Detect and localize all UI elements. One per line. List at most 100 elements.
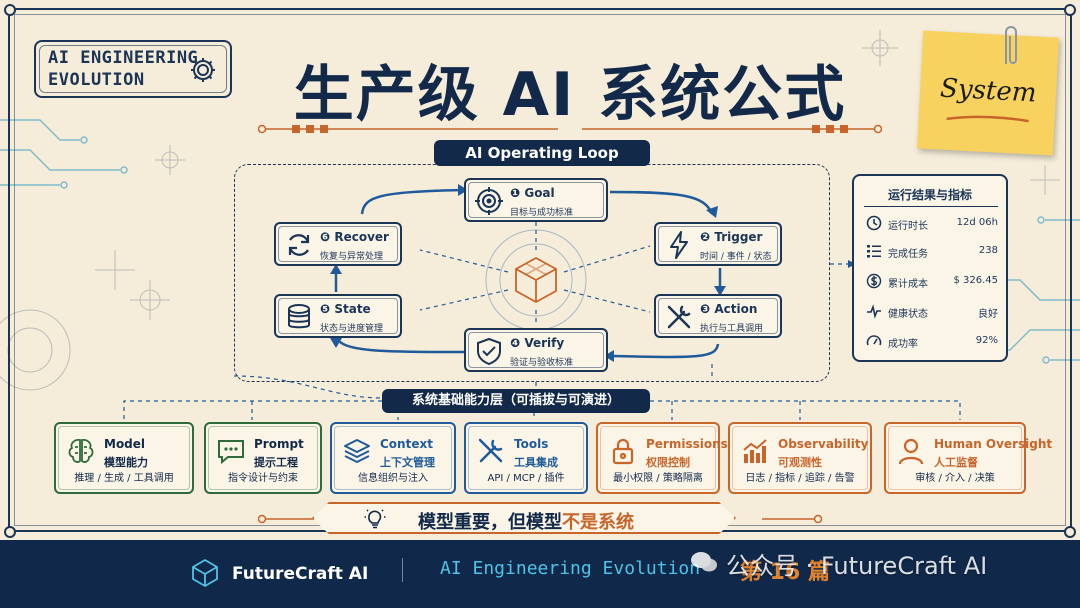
database-icon [288, 304, 310, 329]
slogan-highlight: 不是系统 [562, 512, 634, 533]
episode-number: 第 16 篇 [740, 560, 830, 585]
capability-observability[interactable]: Observability 可观测性 日志 / 指标 / 追踪 / 告警 [728, 422, 872, 494]
capability-subtitle: 权限控制 [646, 456, 690, 469]
refresh-icon [288, 234, 310, 256]
capability-subtitle: 模型能力 [104, 456, 148, 469]
metric-label: 完成任务 [888, 249, 928, 260]
metric-row: 健康状态 良好 [866, 302, 998, 320]
footer-separator [402, 558, 403, 582]
brain-icon [68, 438, 94, 463]
brand: FutureCraft AI [190, 558, 370, 588]
capability-description: 指令设计与约束 [228, 473, 298, 484]
loop-node-trigger[interactable]: ❷ Trigger 时间 / 事件 / 状态 [654, 222, 782, 266]
slogan-banner: 模型重要，但模型不是系统 [312, 502, 736, 534]
sticky-note: System [917, 30, 1059, 156]
footer-bar: FutureCraft AI AI Engineering Evolution … [0, 540, 1080, 608]
capability-title: Tools [514, 437, 549, 451]
wrench-icon [478, 438, 503, 463]
chat-icon [218, 440, 244, 465]
loop-node-title: ❸ Action [700, 302, 758, 316]
frame-corner-ornament [4, 526, 16, 538]
metrics-divider [864, 206, 998, 207]
chart-icon [743, 439, 767, 463]
capability-permissions[interactable]: Permissions 权限控制 最小权限 / 策略隔离 [596, 422, 728, 494]
capability-description: 最小权限 / 策略隔离 [613, 473, 703, 484]
capability-subtitle: 人工监督 [934, 456, 978, 469]
capability-description: 推理 / 生成 / 工具调用 [74, 473, 174, 484]
operating-loop-label: AI Operating Loop [434, 140, 650, 166]
loop-node-subtitle: 恢复与异常处理 [320, 252, 384, 262]
metrics-title: 运行结果与指标 [887, 188, 972, 202]
loop-node-goal[interactable]: ❶ Goal 目标与成功标准 [464, 178, 608, 222]
metric-value: 92% [975, 335, 998, 346]
capability-context[interactable]: Context 上下文管理 信息组织与注入 [330, 422, 456, 494]
capability-subtitle: 工具集成 [514, 456, 558, 469]
heartbeat-icon [867, 304, 881, 319]
target-icon [475, 187, 503, 215]
capability-description: 信息组织与注入 [358, 473, 428, 484]
loop-node-title: ❻ Recover [320, 230, 389, 244]
shield-check-icon [477, 337, 501, 366]
metric-row: 运行时长 12d 06h [866, 214, 998, 232]
lightbulb-icon [364, 509, 386, 529]
loop-node-subtitle: 目标与成功标准 [510, 208, 574, 218]
list-icon [867, 245, 881, 258]
loop-node-title: ❷ Trigger [700, 230, 763, 244]
lock-icon [612, 438, 634, 465]
loop-node-verify[interactable]: ❹ Verify 验证与验收标准 [464, 328, 608, 372]
loop-node-subtitle: 执行与工具调用 [700, 324, 764, 334]
brand-name: FutureCraft AI [232, 564, 369, 584]
capability-subtitle: 提示工程 [254, 456, 298, 469]
metric-value: 238 [978, 245, 998, 256]
capability-tools[interactable]: Tools 工具集成 API / MCP / 插件 [464, 422, 588, 494]
metric-label: 成功率 [888, 339, 918, 350]
badge-line-2: EVOLUTION [48, 70, 145, 90]
loop-node-state[interactable]: ❺ State 状态与进度管理 [274, 294, 402, 338]
dollar-icon [866, 273, 882, 289]
metric-label: 运行时长 [888, 221, 928, 232]
sticky-underline [946, 115, 1029, 123]
series-badge: AI ENGINEERING EVOLUTION [34, 40, 232, 98]
metric-row: 累计成本 $ 326.45 [866, 272, 998, 290]
paperclip-icon [1005, 26, 1017, 64]
capability-title: Prompt [254, 437, 304, 451]
capability-human-oversight[interactable]: Human Oversight 人工监督 审核 / 介入 / 决策 [884, 422, 1052, 494]
loop-node-title: ❹ Verify [510, 336, 565, 350]
metric-value: $ 326.45 [953, 275, 998, 286]
base-layer-label: 系统基础能力层（可插拔与可演进） [382, 389, 650, 413]
metric-value: 12d 06h [956, 217, 998, 228]
capability-subtitle: 可观测性 [778, 456, 822, 469]
loop-node-subtitle: 验证与验收标准 [510, 358, 574, 368]
capability-description: 审核 / 介入 / 决策 [915, 473, 995, 484]
slogan-divider [258, 514, 822, 524]
capability-title: Permissions [646, 437, 728, 451]
frame-corner-ornament [4, 4, 16, 16]
sticky-note-text: System [939, 73, 1038, 109]
capability-model[interactable]: Model 模型能力 推理 / 生成 / 工具调用 [54, 422, 194, 494]
capability-title: Model [104, 437, 146, 451]
lightning-icon [670, 231, 688, 259]
watermark-text: 公众号 · FutureCraft AI [726, 552, 988, 580]
tools-icon [667, 305, 691, 329]
badge-line-1: AI ENGINEERING [48, 48, 199, 68]
loop-node-action[interactable]: ❸ Action 执行与工具调用 [654, 294, 782, 338]
metric-row: 完成任务 238 [866, 242, 998, 260]
gauge-icon [866, 335, 882, 346]
capability-title: Human Oversight [934, 437, 1053, 451]
loop-node-subtitle: 时间 / 事件 / 状态 [700, 252, 772, 262]
metric-label: 健康状态 [888, 309, 928, 320]
capability-prompt[interactable]: Prompt 提示工程 指令设计与约束 [204, 422, 322, 494]
capability-description: 日志 / 指标 / 追踪 / 告警 [745, 473, 855, 484]
loop-node-title: ❶ Goal [510, 186, 555, 200]
person-icon [898, 438, 924, 465]
metric-row: 成功率 92% [866, 332, 998, 350]
frame-corner-ornament [1064, 4, 1076, 16]
metrics-panel: 运行结果与指标 运行时长 12d 06h 完成任务 238 累计成本 $ 326… [852, 174, 1008, 362]
cube-core-icon [515, 256, 557, 304]
page-title: 生产级 AI 系统公式 [293, 60, 847, 130]
loop-node-recover[interactable]: ❻ Recover 恢复与异常处理 [274, 222, 402, 266]
wechat-icon [691, 552, 717, 572]
layers-icon [344, 439, 370, 463]
title-divider [258, 124, 882, 134]
capability-description: API / MCP / 插件 [487, 473, 565, 484]
